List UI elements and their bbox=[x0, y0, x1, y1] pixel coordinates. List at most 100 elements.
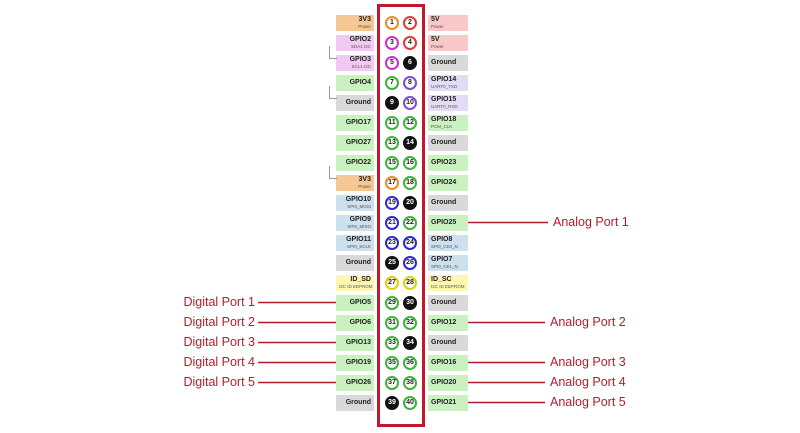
pin-12: 12 bbox=[403, 116, 417, 130]
pin-label-right-20: GPIO21 bbox=[428, 395, 468, 411]
pin-header-frame bbox=[377, 4, 425, 427]
pin-label-right-11: GPIO25 bbox=[428, 215, 468, 231]
pin-function-name: GPIO4 bbox=[349, 79, 371, 86]
digital-port-3: Digital Port 3 bbox=[183, 334, 255, 349]
pin-label-right-19: GPIO20 bbox=[428, 375, 468, 391]
pin-label-left-8: GPIO22 bbox=[336, 155, 374, 171]
pin-function-name: GPIO25 bbox=[431, 219, 457, 226]
pin-function-name: GPIO3 bbox=[349, 56, 371, 63]
pin-function-name: GPIO7 bbox=[431, 256, 453, 263]
digital-port-2: Digital Port 2 bbox=[183, 314, 255, 329]
pin-label-left-15: GPIO5 bbox=[336, 295, 374, 311]
pin-function-sub: SPI0_CE1_N bbox=[431, 264, 458, 269]
pin-label-right-15: Ground bbox=[428, 295, 468, 311]
pin-label-right-16: GPIO12 bbox=[428, 315, 468, 331]
pin-27: 27 bbox=[385, 276, 399, 290]
analog-port-4: Analog Port 4 bbox=[550, 374, 626, 389]
pin-function-name: Ground bbox=[431, 339, 457, 346]
pin-function-name: 3V3 bbox=[358, 176, 371, 183]
pin-23: 23 bbox=[385, 236, 399, 250]
pin-function-name: GPIO11 bbox=[346, 236, 371, 243]
pin-function-name: GPIO27 bbox=[345, 139, 371, 146]
pin-26: 26 bbox=[403, 256, 417, 270]
pin-function-name: ID_SD bbox=[350, 276, 371, 283]
pin-29: 29 bbox=[385, 296, 399, 310]
pin-label-left-4: GPIO4 bbox=[336, 75, 374, 91]
pin-function-sub: SCL1 I2C bbox=[351, 64, 371, 69]
pin-function-sub: Power bbox=[431, 44, 444, 49]
pin-function-name: GPIO17 bbox=[345, 119, 371, 126]
pin-16: 16 bbox=[403, 156, 417, 170]
pin-label-left-17: GPIO13 bbox=[336, 335, 374, 351]
pin-function-name: GPIO16 bbox=[431, 359, 457, 366]
pin-function-sub: Power bbox=[431, 24, 444, 29]
left-bracket bbox=[329, 46, 337, 59]
pin-function-name: GPIO21 bbox=[431, 399, 457, 406]
pin-label-right-18: GPIO16 bbox=[428, 355, 468, 371]
pin-32: 32 bbox=[403, 316, 417, 330]
pin-function-name: GPIO6 bbox=[349, 319, 371, 326]
pin-28: 28 bbox=[403, 276, 417, 290]
pin-label-right-10: Ground bbox=[428, 195, 468, 211]
pin-36: 36 bbox=[403, 356, 417, 370]
pin-3: 3 bbox=[385, 36, 399, 50]
pin-2: 2 bbox=[403, 16, 417, 30]
pin-function-sub: SDA1 I2C bbox=[350, 44, 371, 49]
pin-40: 40 bbox=[403, 396, 417, 410]
pin-function-name: GPIO18 bbox=[431, 116, 457, 123]
pin-label-left-20: Ground bbox=[336, 395, 374, 411]
pin-function-name: GPIO24 bbox=[431, 179, 457, 186]
pin-function-name: GPIO12 bbox=[431, 319, 457, 326]
pin-21: 21 bbox=[385, 216, 399, 230]
digital-port-5: Digital Port 5 bbox=[183, 374, 255, 389]
pin-39: 39 bbox=[385, 396, 399, 410]
pin-20: 20 bbox=[403, 196, 417, 210]
pin-4: 4 bbox=[403, 36, 417, 50]
pin-14: 14 bbox=[403, 136, 417, 150]
pin-function-name: 5V bbox=[431, 36, 440, 43]
pin-function-sub: I2C ID EEPROM bbox=[339, 284, 373, 289]
pin-function-sub: SPI0_MOSI bbox=[347, 204, 371, 209]
pin-function-name: Ground bbox=[431, 199, 457, 206]
pin-35: 35 bbox=[385, 356, 399, 370]
pin-30: 30 bbox=[403, 296, 417, 310]
analog-port-3: Analog Port 3 bbox=[550, 354, 626, 369]
pin-38: 38 bbox=[403, 376, 417, 390]
pin-33: 33 bbox=[385, 336, 399, 350]
pin-function-sub: SPI0_MISO bbox=[347, 224, 371, 229]
pin-label-left-19: GPIO26 bbox=[336, 375, 374, 391]
analog-port-1: Analog Port 1 bbox=[553, 214, 629, 229]
pin-function-sub: SPI0_CE0_N bbox=[431, 244, 458, 249]
pin-function-name: GPIO10 bbox=[345, 196, 371, 203]
pin-24: 24 bbox=[403, 236, 417, 250]
left-bracket bbox=[329, 86, 337, 99]
pin-function-name: GPIO22 bbox=[345, 159, 371, 166]
pin-label-right-3: Ground bbox=[428, 55, 468, 71]
pin-label-left-6: GPIO17 bbox=[336, 115, 374, 131]
pin-13: 13 bbox=[385, 136, 399, 150]
pin-19: 19 bbox=[385, 196, 399, 210]
pin-6: 6 bbox=[403, 56, 417, 70]
pin-function-name: GPIO8 bbox=[431, 236, 453, 243]
pin-function-sub: SPI0_SCLK bbox=[346, 244, 371, 249]
pin-function-sub: Power bbox=[358, 24, 371, 29]
pin-25: 25 bbox=[385, 256, 399, 270]
pin-function-name: 5V bbox=[431, 16, 440, 23]
analog-port-5: Analog Port 5 bbox=[550, 394, 626, 409]
left-bracket bbox=[329, 166, 337, 179]
pin-function-name: GPIO13 bbox=[345, 339, 371, 346]
pin-31: 31 bbox=[385, 316, 399, 330]
